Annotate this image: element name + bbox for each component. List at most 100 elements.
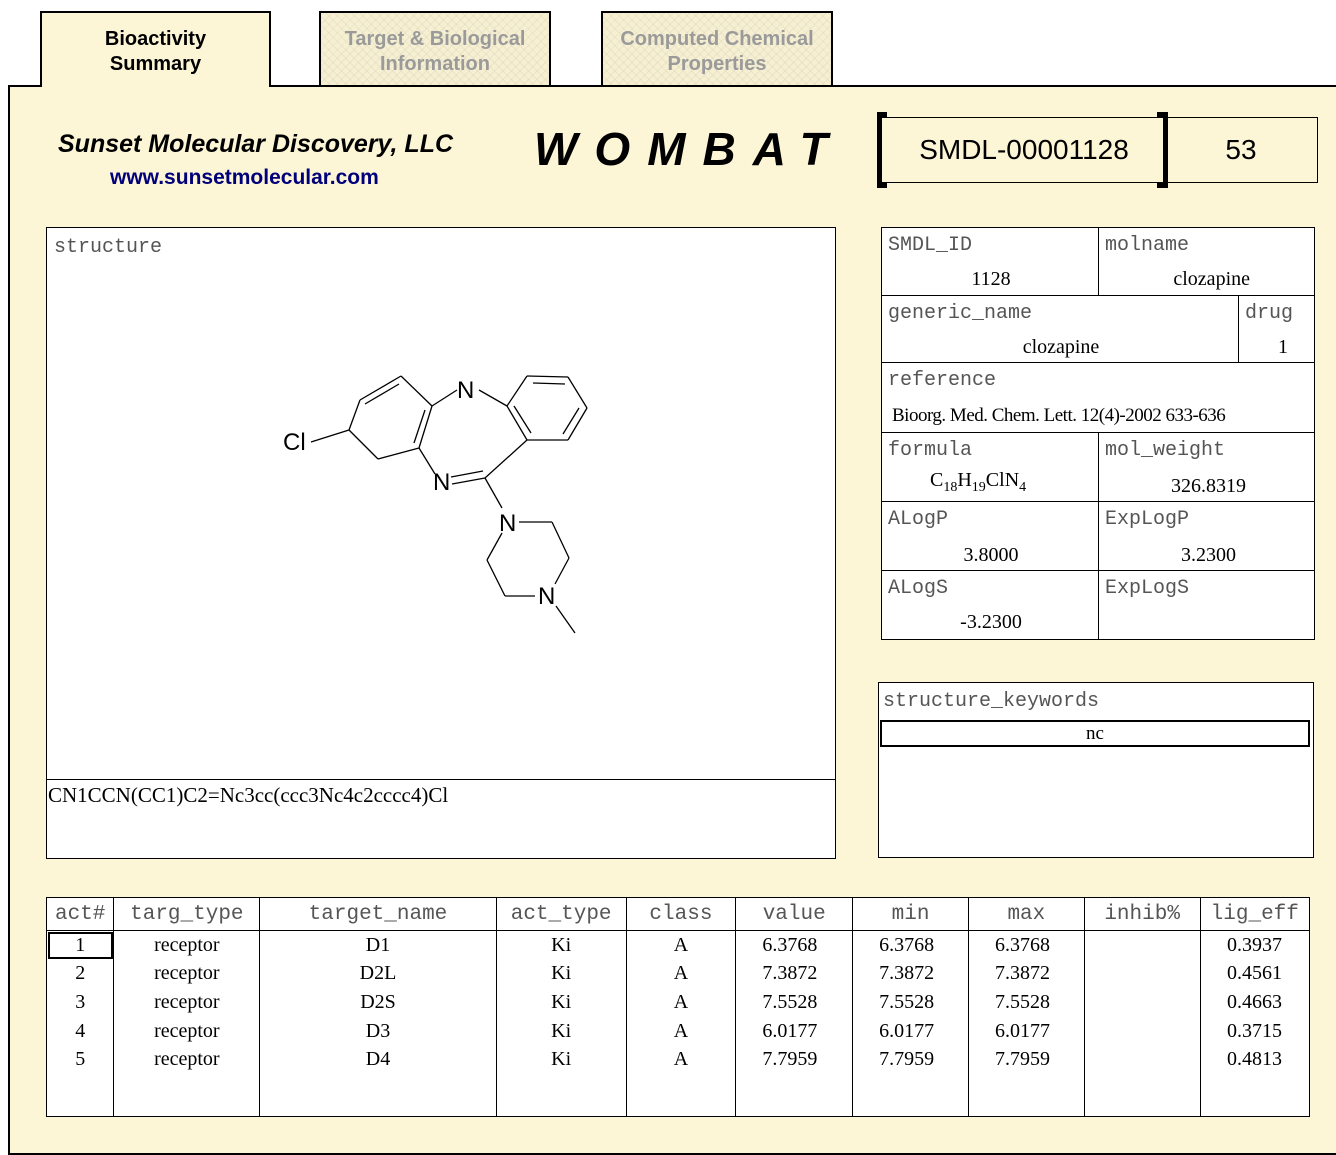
tab-label-line1: Bioactivity bbox=[104, 28, 207, 50]
table-cell bbox=[1083, 1073, 1201, 1116]
column-header[interactable]: act# bbox=[47, 898, 114, 931]
explogp-label: ExpLogP bbox=[1105, 508, 1190, 531]
mol-weight-label: mol_weight bbox=[1105, 439, 1226, 462]
atom-n-label: N bbox=[457, 377, 474, 404]
table-cell: D3 bbox=[259, 1016, 497, 1046]
focus-bracket-left bbox=[877, 112, 882, 188]
explogs-label: ExpLogS bbox=[1105, 577, 1190, 600]
alogp-label: ALogP bbox=[888, 508, 949, 531]
table-cell bbox=[625, 1073, 736, 1116]
table-cell: A bbox=[625, 988, 736, 1017]
record-id-field[interactable]: SMDL-00001128 bbox=[880, 117, 1168, 183]
table-cell: 6.3768 bbox=[735, 930, 853, 960]
tab-label-line1: Computed Chemical bbox=[620, 28, 814, 50]
tab-bioactivity-summary[interactable]: Bioactivity Summary bbox=[40, 11, 271, 87]
table-cell: 6.3768 bbox=[967, 930, 1085, 960]
formula-label: formula bbox=[888, 439, 973, 462]
structure-keywords-field[interactable]: nc bbox=[880, 720, 1310, 747]
focus-bracket-tl bbox=[877, 112, 887, 117]
table-cell bbox=[259, 1073, 497, 1116]
column-header[interactable]: class bbox=[625, 898, 736, 931]
table-cell: receptor bbox=[113, 930, 260, 960]
explogp-value: 3.2300 bbox=[1181, 544, 1236, 566]
generic-name-label: generic_name bbox=[888, 302, 1033, 325]
table-cell bbox=[735, 1073, 853, 1116]
smdl-id-label: SMDL_ID bbox=[888, 234, 973, 257]
generic-name-cell: generic_name clozapine bbox=[881, 295, 1239, 363]
structure-keywords-panel: structure_keywords nc bbox=[878, 682, 1314, 858]
table-cell bbox=[967, 1073, 1085, 1116]
table-cell: Ki bbox=[495, 1016, 627, 1046]
smiles-text: CN1CCN(CC1)C2=Nc3cc(ccc3Nc4c2cccc4)Cl bbox=[48, 783, 449, 807]
column-header[interactable]: target_name bbox=[259, 898, 497, 931]
structure-panel: structure bbox=[46, 227, 836, 780]
record-count-field[interactable]: 53 bbox=[1164, 117, 1318, 183]
focus-bracket-br bbox=[1157, 183, 1168, 188]
table-cell: Ki bbox=[495, 930, 627, 960]
column-header[interactable]: value bbox=[735, 898, 853, 931]
column-header[interactable]: act_type bbox=[495, 898, 627, 931]
table-cell: D2S bbox=[259, 988, 497, 1017]
structure-keywords-value: nc bbox=[1086, 723, 1104, 744]
table-cell: receptor bbox=[113, 1016, 260, 1046]
table-cell: 7.7959 bbox=[735, 1045, 853, 1074]
table-cell: A bbox=[625, 959, 736, 989]
alogs-value: -3.2300 bbox=[960, 611, 1022, 633]
table-cell: A bbox=[625, 1016, 736, 1046]
tab-computed-chemical-properties[interactable]: Computed Chemical Properties bbox=[601, 11, 833, 85]
smdl-id-cell: SMDL_ID 1128 bbox=[881, 227, 1099, 296]
smdl-id-value: 1128 bbox=[971, 268, 1011, 290]
tab-label-line2: Properties bbox=[667, 53, 767, 75]
table-cell: D1 bbox=[259, 930, 497, 960]
table-cell: 7.5528 bbox=[735, 988, 853, 1017]
table-cell: 6.3768 bbox=[852, 930, 969, 960]
table-cell: receptor bbox=[113, 1045, 260, 1074]
focus-bracket-right bbox=[1163, 112, 1168, 188]
table-cell: 7.3872 bbox=[967, 959, 1085, 989]
atom-n-label: N bbox=[499, 510, 516, 537]
table-cell: 0.4663 bbox=[1199, 988, 1309, 1017]
clozapine-structure: Cl N N N N bbox=[47, 228, 835, 779]
structure-label: structure bbox=[54, 236, 163, 259]
formula-value: C18H19ClN4 bbox=[930, 469, 1027, 495]
reference-cell: reference Bioorg. Med. Chem. Lett. 12(4)… bbox=[881, 362, 1315, 433]
column-header[interactable]: lig_eff bbox=[1199, 898, 1309, 931]
table-cell: 3 bbox=[75, 990, 86, 1013]
reference-value: Bioorg. Med. Chem. Lett. 12(4)-2002 633-… bbox=[892, 405, 1226, 426]
smiles-field[interactable]: CN1CCN(CC1)C2=Nc3cc(ccc3Nc4c2cccc4)Cl bbox=[46, 779, 836, 859]
column-header[interactable]: targ_type bbox=[113, 898, 260, 931]
molname-label: molname bbox=[1105, 234, 1190, 257]
table-cell: D4 bbox=[259, 1045, 497, 1074]
table-cell: receptor bbox=[113, 988, 260, 1017]
tab-label-line1: Target & Biological bbox=[344, 28, 526, 50]
mol-weight-value: 326.8319 bbox=[1171, 475, 1246, 497]
generic-name-value: clozapine bbox=[1022, 336, 1100, 358]
table-cell bbox=[113, 1073, 260, 1116]
table-cell bbox=[1083, 959, 1201, 989]
explogs-cell: ExpLogS bbox=[1098, 570, 1315, 640]
table-cell: 0.3715 bbox=[1199, 1016, 1309, 1046]
drug-cell: drug 1 bbox=[1238, 295, 1315, 363]
brand-title: WOMBAT bbox=[534, 123, 845, 175]
alogp-value: 3.8000 bbox=[963, 544, 1019, 566]
atom-cl-label: Cl bbox=[283, 429, 306, 456]
column-header[interactable]: min bbox=[852, 898, 969, 931]
tab-label-line2: Information bbox=[380, 53, 490, 75]
column-header[interactable]: inhib% bbox=[1083, 898, 1201, 931]
table-cell: 0.3937 bbox=[1199, 930, 1309, 960]
alogs-label: ALogS bbox=[888, 577, 949, 600]
tab-label-line2: Summary bbox=[109, 53, 202, 75]
table-cell: 7.7959 bbox=[967, 1045, 1085, 1074]
column-header[interactable]: max bbox=[967, 898, 1085, 931]
table-cell bbox=[495, 1073, 627, 1116]
focus-bracket-bl bbox=[877, 183, 887, 188]
tab-target-biological-information[interactable]: Target & Biological Information bbox=[319, 11, 551, 85]
table-cell: 1 bbox=[47, 931, 114, 960]
company-url[interactable]: www.sunsetmolecular.com bbox=[110, 166, 379, 189]
